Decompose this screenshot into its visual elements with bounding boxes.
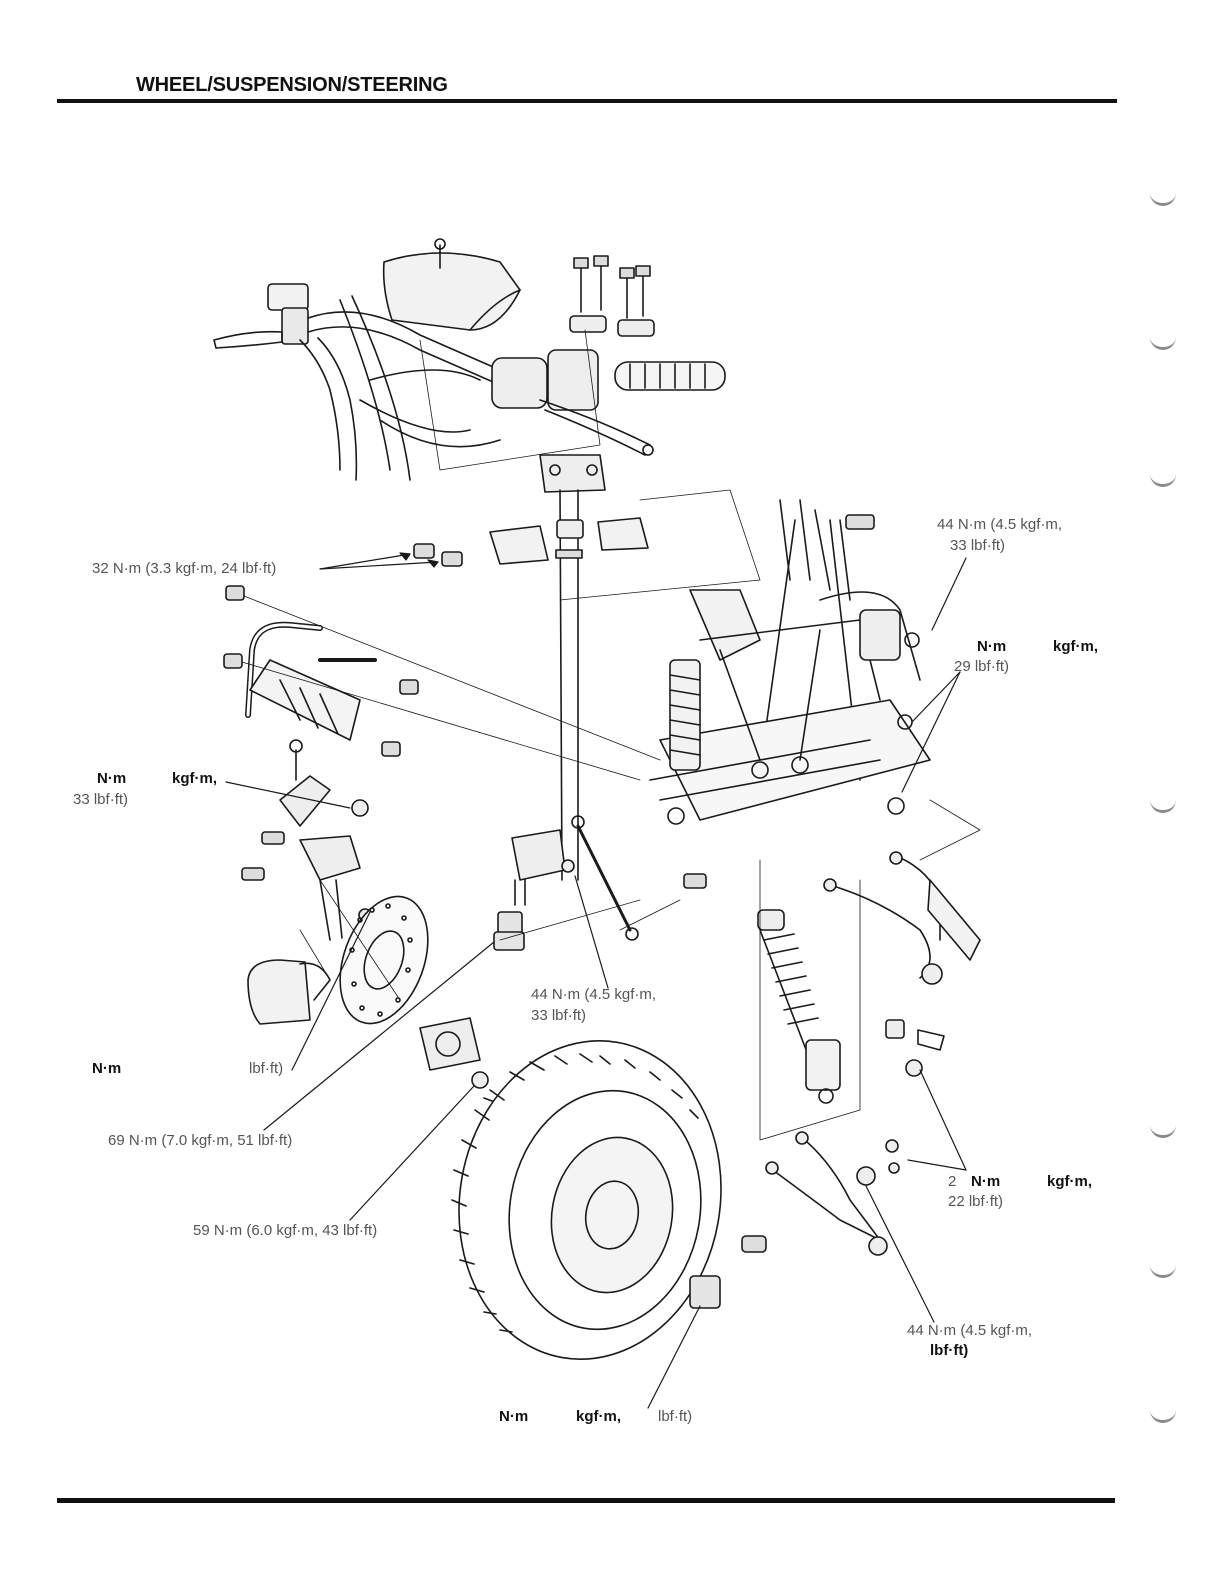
tire-icon [451, 1040, 722, 1360]
brake-disc-icon [339, 895, 429, 1025]
torque-label: lbf·ft) [249, 1060, 284, 1077]
tie-rod-icon [561, 815, 639, 941]
torque-label: 44 N·m (4.5 kgf·m, [907, 1322, 1033, 1339]
torque-label: kgf·m, [1047, 1173, 1092, 1190]
torque-label: 69 N·m (7.0 kgf·m, 51 lbf·ft) [108, 1132, 293, 1149]
front-bumper-icon [223, 585, 419, 757]
leader-lines [225, 489, 981, 1409]
frame-icon [649, 499, 931, 889]
suspension-arm-icon [741, 851, 981, 1256]
torque-label: 22 lbf·ft) [948, 1193, 1004, 1210]
torque-label: 33 lbf·ft) [950, 537, 1006, 554]
handlebar-icon [213, 238, 726, 481]
wheel-hub-icon [419, 1017, 501, 1105]
torque-label: 33 lbf·ft) [531, 1007, 587, 1024]
torque-label: 2 [948, 1173, 957, 1190]
torque-label: kgf·m, [172, 770, 217, 787]
header-rule [57, 99, 1117, 103]
shock-absorber-icon [757, 909, 841, 1104]
binder-tab [1150, 474, 1176, 487]
torque-label: kgf·m, [1053, 638, 1098, 655]
page-header-title: WHEEL/SUSPENSION/STEERING [136, 74, 448, 96]
steering-shaft-icon [493, 454, 606, 951]
binder-tab [1150, 337, 1176, 350]
torque-label: 59 N·m (6.0 kgf·m, 43 lbf·ft) [193, 1222, 378, 1239]
footer-rule [57, 1498, 1115, 1503]
binder-tab [1150, 1265, 1176, 1278]
binder-tab [1150, 193, 1176, 206]
binder-tab [1150, 800, 1176, 813]
torque-label: lbf·ft) [930, 1342, 969, 1359]
knuckle-icon [241, 739, 372, 1025]
torque-label: 32 N·m (3.3 kgf·m, 24 lbf·ft) [92, 560, 277, 577]
torque-label: N·m [977, 638, 1007, 655]
torque-label: 44 N·m (4.5 kgf·m, [531, 986, 657, 1003]
binder-tab [1150, 1410, 1176, 1423]
torque-label: kgf·m, [576, 1408, 621, 1425]
torque-label: N·m [499, 1408, 529, 1425]
torque-label: 44 N·m (4.5 kgf·m, [937, 516, 1063, 533]
torque-label: 33 lbf·ft) [73, 791, 129, 808]
torque-label: 29 lbf·ft) [954, 658, 1010, 675]
torque-label: N·m [92, 1060, 122, 1077]
torque-label: N·m [971, 1173, 1001, 1190]
torque-label: lbf·ft) [658, 1408, 693, 1425]
binder-tab [1150, 1125, 1176, 1138]
torque-label: N·m [97, 770, 127, 787]
